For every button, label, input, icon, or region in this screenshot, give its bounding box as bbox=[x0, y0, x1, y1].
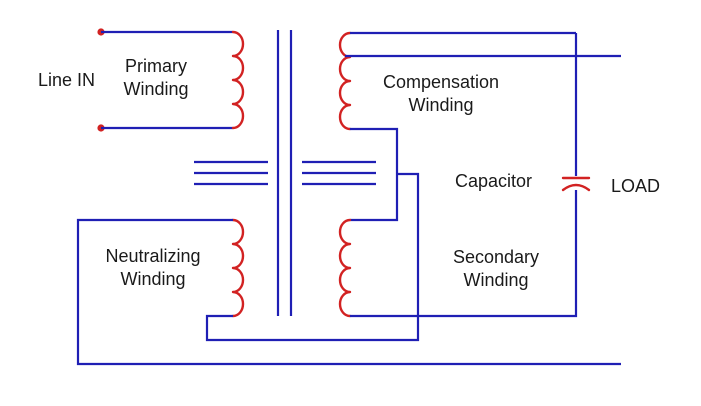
secondary-winding-label: Secondary Winding bbox=[440, 246, 552, 292]
secondary-winding bbox=[338, 190, 578, 318]
neutralizing-lead-top bbox=[76, 218, 621, 366]
line-in-label: Line IN bbox=[38, 70, 96, 90]
compensation-lead-bottom bbox=[350, 127, 399, 222]
primary-winding-label-line1: Primary bbox=[125, 56, 187, 76]
compensation-coil bbox=[338, 31, 352, 131]
compensation-winding-label: Compensation Winding bbox=[368, 71, 514, 117]
magnetic-shunt bbox=[194, 160, 376, 186]
output-circuit bbox=[345, 33, 621, 192]
neutralizing-lead-bottom bbox=[205, 172, 420, 342]
secondary-coil bbox=[338, 218, 352, 318]
transformer-core bbox=[276, 30, 293, 316]
compensation-winding-label-line1: Compensation bbox=[382, 72, 500, 92]
load-label: LOAD bbox=[611, 176, 661, 196]
secondary-winding-label-line2: Winding bbox=[463, 270, 529, 290]
neutralizing-coil bbox=[231, 218, 245, 318]
primary-winding bbox=[97, 28, 245, 132]
primary-winding-label: Primary Winding bbox=[115, 55, 197, 101]
capacitor-symbol bbox=[561, 176, 591, 192]
capacitor-label: Capacitor bbox=[455, 171, 533, 191]
neutralizing-winding-label-line2: Winding bbox=[120, 269, 186, 289]
primary-winding-label-line2: Winding bbox=[123, 79, 189, 99]
neutralizing-winding bbox=[76, 172, 621, 366]
neutralizing-winding-label: Neutralizing Winding bbox=[92, 245, 214, 291]
compensation-winding-label-line2: Winding bbox=[408, 95, 474, 115]
neutralizing-winding-label-line1: Neutralizing bbox=[105, 246, 201, 266]
primary-coil bbox=[231, 30, 245, 130]
secondary-lead-bottom bbox=[350, 190, 578, 318]
secondary-winding-label-line1: Secondary bbox=[452, 247, 540, 267]
